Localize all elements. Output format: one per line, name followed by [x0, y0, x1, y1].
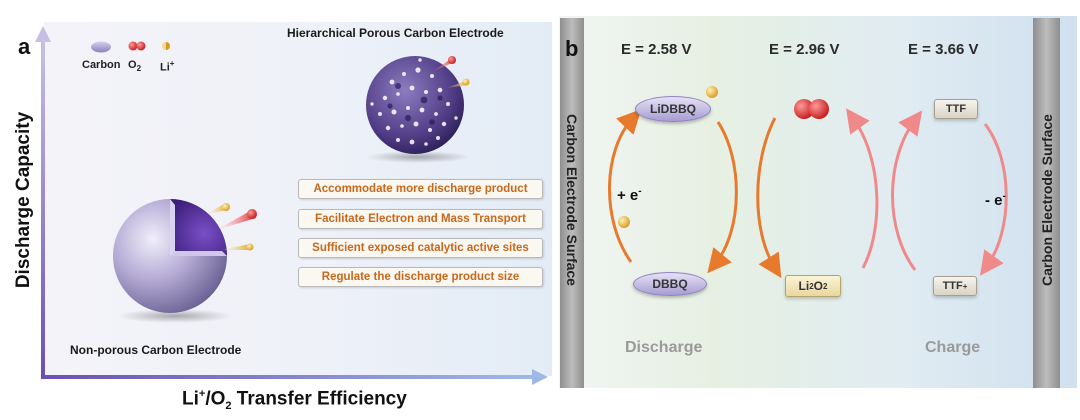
o2-li2o2-cycle-arrows	[756, 108, 879, 279]
o2-legend-icon	[128, 41, 146, 51]
nonporous-electrode-title: Non-porous Carbon Electrode	[70, 343, 242, 357]
li-legend-icon	[162, 42, 170, 50]
panel-a: a Discharge Capacity Li+/O2 Transfer Eff…	[13, 22, 552, 413]
energy-label-ttf: E = 3.66 V	[908, 41, 979, 58]
feature-box: Regulate the discharge product size	[298, 267, 543, 287]
o2-molecule-icon	[794, 99, 829, 119]
carbon-legend-icon	[91, 41, 111, 53]
lidbbq-dbbq-cycle-arrows	[608, 109, 738, 274]
x-axis-arrow	[41, 369, 548, 385]
ttf-chip: TTF	[934, 99, 978, 119]
x-axis-title: Li+/O2 Transfer Efficiency	[182, 388, 407, 413]
panel-b-background	[559, 16, 1077, 388]
nonporous-reactant-streaks	[206, 203, 257, 251]
energy-label-o2: E = 2.96 V	[769, 41, 840, 58]
porous-electrode-title: Hierarchical Porous Carbon Electrode	[287, 26, 504, 40]
nonporous-carbon-sphere-icon	[113, 199, 233, 323]
panel-a-letter: a	[18, 34, 31, 59]
porous-carbon-sphere-icon	[366, 56, 470, 163]
feature-box: Sufficient exposed catalytic active site…	[298, 238, 543, 258]
legend-li-label: Li+	[160, 59, 175, 74]
right-electrode-wall	[1033, 18, 1060, 388]
legend-o2-label: O2	[128, 59, 142, 74]
panel-b-graphics	[553, 0, 1080, 420]
legend-carbon-label: Carbon	[82, 59, 121, 71]
panel-b-letter: b	[565, 36, 579, 61]
dbbq-disc: DBBQ	[633, 272, 707, 296]
lidbbq-disc: LiDBBQ	[635, 96, 711, 122]
panel-a-background	[44, 22, 552, 376]
y-axis-arrow	[35, 26, 51, 378]
energy-label-dbbq: E = 2.58 V	[621, 41, 692, 58]
left-wall-label: Carbon Electrode Surface	[564, 114, 580, 286]
panel-b: b Carbon Electrode Surface Carbon Electr…	[553, 0, 1080, 420]
lose-electron-label: - e-	[985, 191, 1006, 209]
left-electrode-wall	[560, 18, 584, 388]
charge-stage-label: Charge	[925, 339, 981, 356]
ttf-cycle-arrows	[891, 110, 1008, 276]
feature-box: Accommodate more discharge product	[298, 179, 543, 199]
gain-electron-label: + e-	[617, 186, 642, 204]
ttf-plus-chip: TTF+	[933, 276, 977, 296]
y-axis-title: Discharge Capacity	[13, 111, 34, 289]
right-wall-label: Carbon Electrode Surface	[1039, 114, 1055, 286]
discharge-stage-label: Discharge	[625, 339, 703, 356]
electron-particle-icon	[618, 216, 630, 228]
porous-reactant-streaks	[432, 56, 470, 88]
li-ion-on-lidbbq-icon	[706, 86, 718, 98]
feature-box: Facilitate Electron and Mass Transport	[298, 209, 543, 229]
panel-a-graphics	[35, 22, 552, 385]
